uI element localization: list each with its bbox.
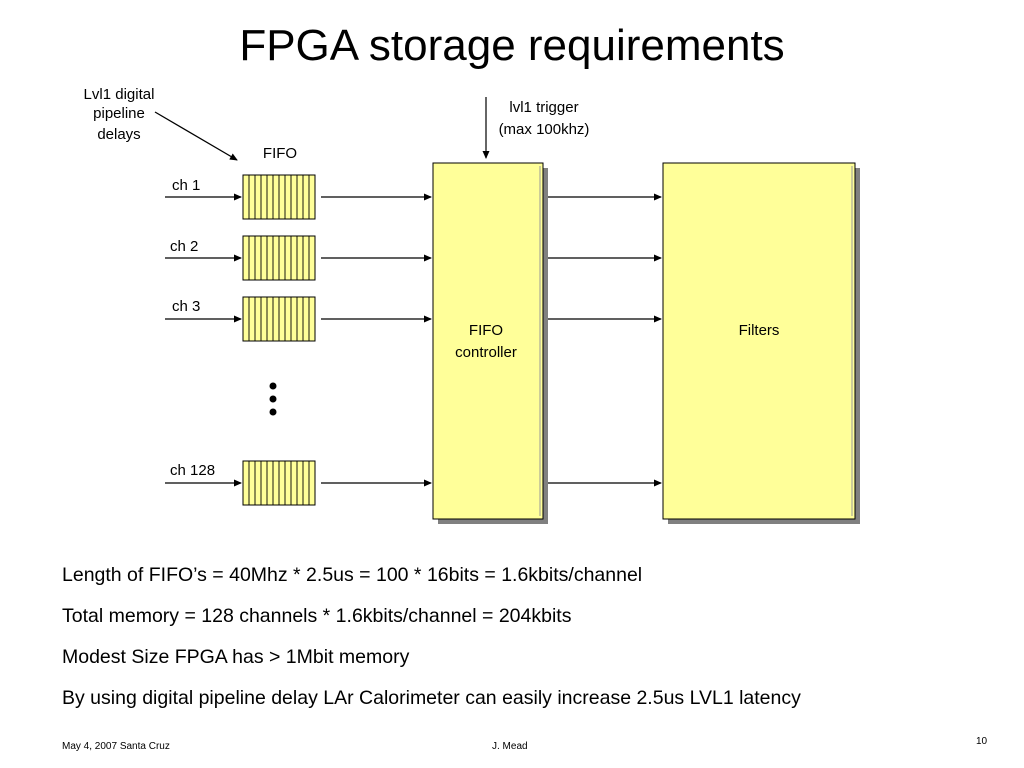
signal-arrows — [165, 193, 662, 487]
fifo-column-label: FIFO — [263, 145, 297, 162]
body-line-total-memory: Total memory = 128 channels * 1.6kbits/c… — [62, 605, 572, 627]
pipeline-delay-annotation-line-2: pipeline — [93, 105, 145, 122]
footer-date-location: May 4, 2007 Santa Cruz — [62, 741, 170, 752]
fifo-controller-box — [432, 162, 544, 520]
annotation-pointer-arrow — [154, 111, 238, 161]
body-line-fifo-length: Length of FIFO’s = 40Mhz * 2.5us = 100 *… — [62, 564, 643, 586]
body-line-latency: By using digital pipeline delay LAr Calo… — [62, 687, 801, 709]
fifo-controller-label-line-2: controller — [455, 344, 517, 361]
ellipsis-dot — [269, 408, 277, 416]
footer-page-number: 10 — [976, 736, 988, 747]
trigger-label-line-1: lvl1 trigger — [509, 99, 578, 116]
fifo-block-ch128 — [242, 460, 316, 506]
fifo-block-ch2 — [242, 235, 316, 281]
ellipsis-dot — [269, 395, 277, 403]
body-line-fpga-size: Modest Size FPGA has > 1Mbit memory — [62, 646, 410, 668]
filters-label: Filters — [739, 322, 780, 339]
footer-author: J. Mead — [492, 741, 528, 752]
channel-label-ch2: ch 2 — [170, 238, 198, 255]
pipeline-delay-annotation-line-3: delays — [97, 126, 140, 143]
channel-label-ch3: ch 3 — [172, 298, 200, 315]
trigger-label-line-2: (max 100khz) — [499, 121, 590, 138]
fifo-block-ch1 — [242, 174, 316, 220]
pipeline-delay-annotation-line-1: Lvl1 digital — [84, 86, 155, 103]
channel-label-ch1: ch 1 — [172, 177, 200, 194]
channel-label-ch128: ch 128 — [170, 462, 215, 479]
fifo-block-ch3 — [242, 296, 316, 342]
slide-title: FPGA storage requirements — [239, 21, 785, 70]
ellipsis-dot — [269, 382, 277, 390]
fifo-controller-label-line-1: FIFO — [469, 322, 503, 339]
filters-box — [662, 162, 856, 520]
fifo-blocks — [242, 174, 316, 506]
